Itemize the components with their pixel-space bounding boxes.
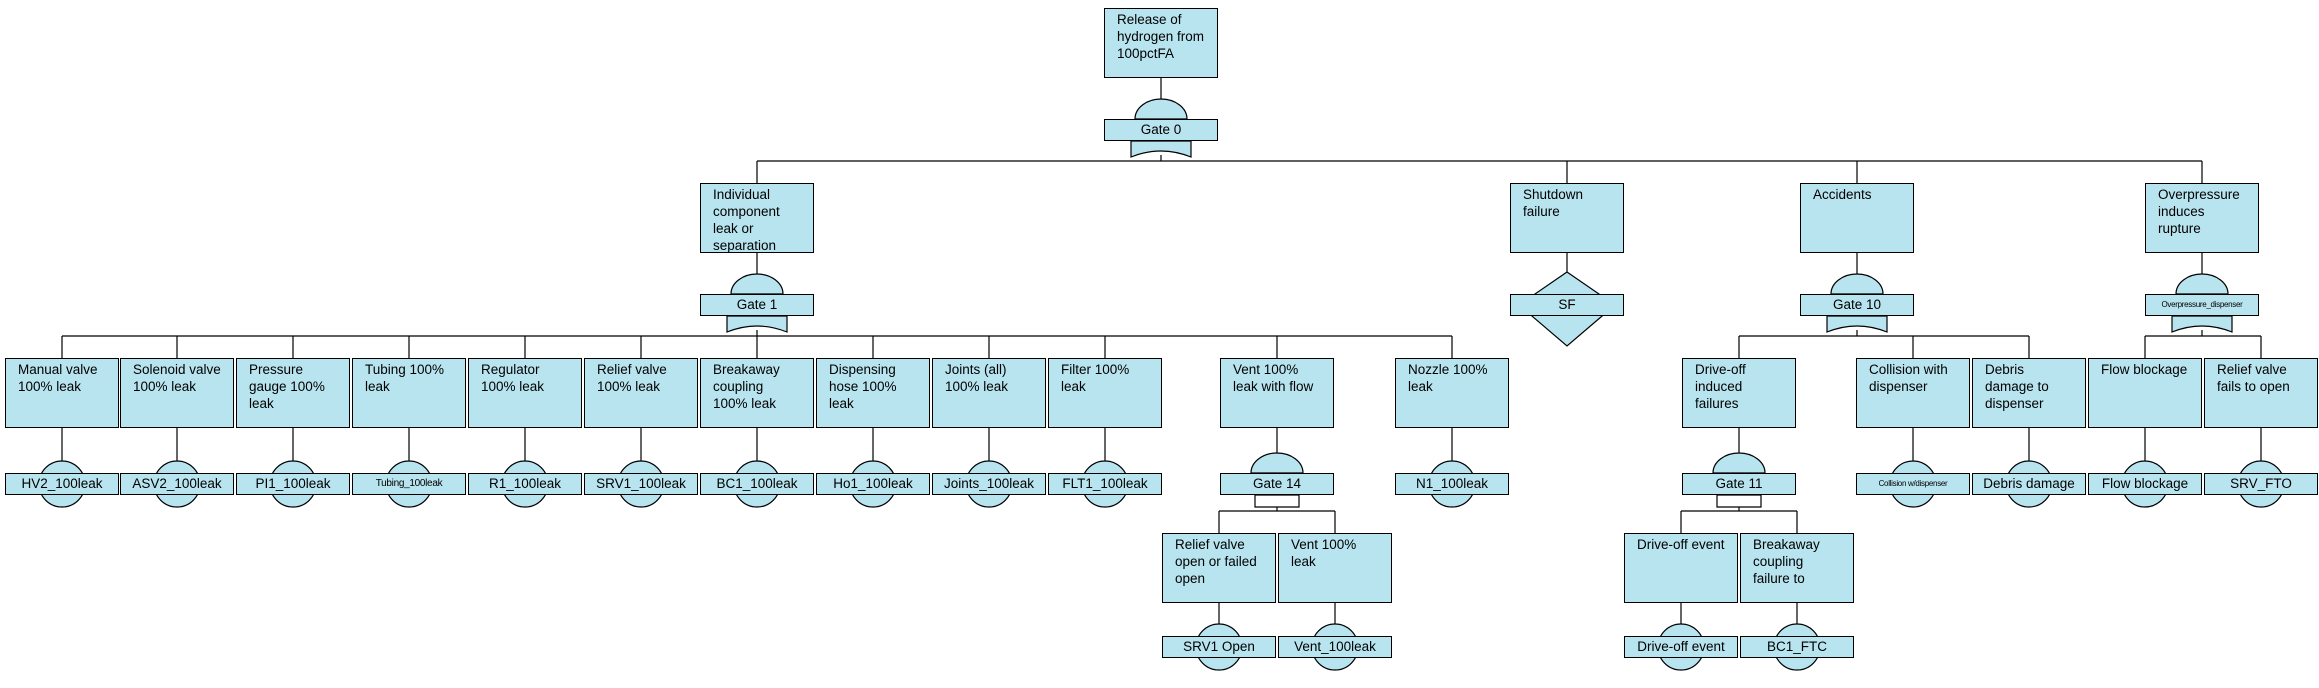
event-tag-g14[interactable]: Gate 14 <box>1220 473 1334 495</box>
event-tag-srv1[interactable]: SRV1_100leak <box>584 473 698 495</box>
event-tag-g10[interactable]: Gate 10 <box>1800 294 1914 316</box>
event-tag-srvo[interactable]: SRV1 Open <box>1162 636 1276 658</box>
event-tag-r1[interactable]: R1_100leak <box>468 473 582 495</box>
event-description-g11[interactable]: Drive-off induced failures <box>1682 358 1796 428</box>
event-description-tub[interactable]: Tubing 100% leak <box>352 358 466 428</box>
event-description-col[interactable]: Collision with dispenser <box>1856 358 1970 428</box>
gate-dome <box>730 273 784 295</box>
event-tag-tub[interactable]: Tubing_100leak <box>352 473 466 495</box>
event-description-asv2[interactable]: Solenoid valve 100% leak <box>120 358 234 428</box>
event-tag-bcf[interactable]: BC1_FTC <box>1740 636 1854 658</box>
event-tag-dev[interactable]: Drive-off event <box>1624 636 1738 658</box>
event-tag-g11[interactable]: Gate 11 <box>1682 473 1796 495</box>
event-tag-deb[interactable]: Debris damage <box>1972 473 2086 495</box>
event-tag-fb[interactable]: Flow blockage <box>2088 473 2202 495</box>
event-tag-flt[interactable]: FLT1_100leak <box>1048 473 1162 495</box>
event-description-g10[interactable]: Accidents <box>1800 183 1914 253</box>
event-description-sf[interactable]: Shutdown failure <box>1510 183 1624 253</box>
event-tag-hv2[interactable]: HV2_100leak <box>5 473 119 495</box>
and-gate-icon <box>1716 494 1762 508</box>
or-gate-icon <box>1130 140 1192 158</box>
event-tag-vent[interactable]: Vent_100leak <box>1278 636 1392 658</box>
event-tag-srvf[interactable]: SRV_FTO <box>2204 473 2318 495</box>
event-description-ho1[interactable]: Dispensing hose 100% leak <box>816 358 930 428</box>
event-tag-op[interactable]: Overpressure_dispenser <box>2145 294 2259 316</box>
event-tag-ho1[interactable]: Ho1_100leak <box>816 473 930 495</box>
event-tag-top[interactable]: Gate 0 <box>1104 119 1218 141</box>
event-description-vent[interactable]: Vent 100% leak <box>1278 533 1392 603</box>
event-description-pi1[interactable]: Pressure gauge 100% leak <box>236 358 350 428</box>
event-description-hv2[interactable]: Manual valve 100% leak <box>5 358 119 428</box>
event-tag-sf[interactable]: SF <box>1510 294 1624 316</box>
event-description-srvf[interactable]: Relief valve fails to open <box>2204 358 2318 428</box>
event-description-flt[interactable]: Filter 100% leak <box>1048 358 1162 428</box>
event-description-fb[interactable]: Flow blockage <box>2088 358 2202 428</box>
and-gate-icon <box>1254 494 1300 508</box>
event-description-srv1[interactable]: Relief valve 100% leak <box>584 358 698 428</box>
gate-dome <box>1830 273 1884 295</box>
event-description-g14[interactable]: Vent 100% leak with flow <box>1220 358 1334 428</box>
event-description-g1[interactable]: Individual component leak or separation <box>700 183 814 253</box>
event-description-srvo[interactable]: Relief valve open or failed open <box>1162 533 1276 603</box>
event-tag-pi1[interactable]: PI1_100leak <box>236 473 350 495</box>
event-tag-col[interactable]: Collision w/dispenser <box>1856 473 1970 495</box>
gate-dome <box>1250 452 1304 474</box>
gate-dome <box>2175 273 2229 295</box>
event-tag-asv2[interactable]: ASV2_100leak <box>120 473 234 495</box>
event-description-op[interactable]: Overpressure induces rupture <box>2145 183 2259 253</box>
or-gate-icon <box>2171 315 2233 333</box>
event-tag-bc1[interactable]: BC1_100leak <box>700 473 814 495</box>
or-gate-icon <box>1826 315 1888 333</box>
gate-dome <box>1712 452 1766 474</box>
event-tag-g1[interactable]: Gate 1 <box>700 294 814 316</box>
event-description-n1[interactable]: Nozzle 100% leak <box>1395 358 1509 428</box>
event-description-top[interactable]: Release of hydrogen from 100pctFA <box>1104 8 1218 78</box>
event-description-bc1[interactable]: Breakaway coupling 100% leak <box>700 358 814 428</box>
event-description-jt[interactable]: Joints (all) 100% leak <box>932 358 1046 428</box>
event-tag-n1[interactable]: N1_100leak <box>1395 473 1509 495</box>
event-tag-jt[interactable]: Joints_100leak <box>932 473 1046 495</box>
event-description-deb[interactable]: Debris damage to dispenser <box>1972 358 2086 428</box>
event-description-r1[interactable]: Regulator 100% leak <box>468 358 582 428</box>
gate-dome <box>1134 98 1188 120</box>
or-gate-icon <box>726 315 788 333</box>
event-description-bcf[interactable]: Breakaway coupling failure to <box>1740 533 1854 603</box>
event-description-dev[interactable]: Drive-off event <box>1624 533 1738 603</box>
